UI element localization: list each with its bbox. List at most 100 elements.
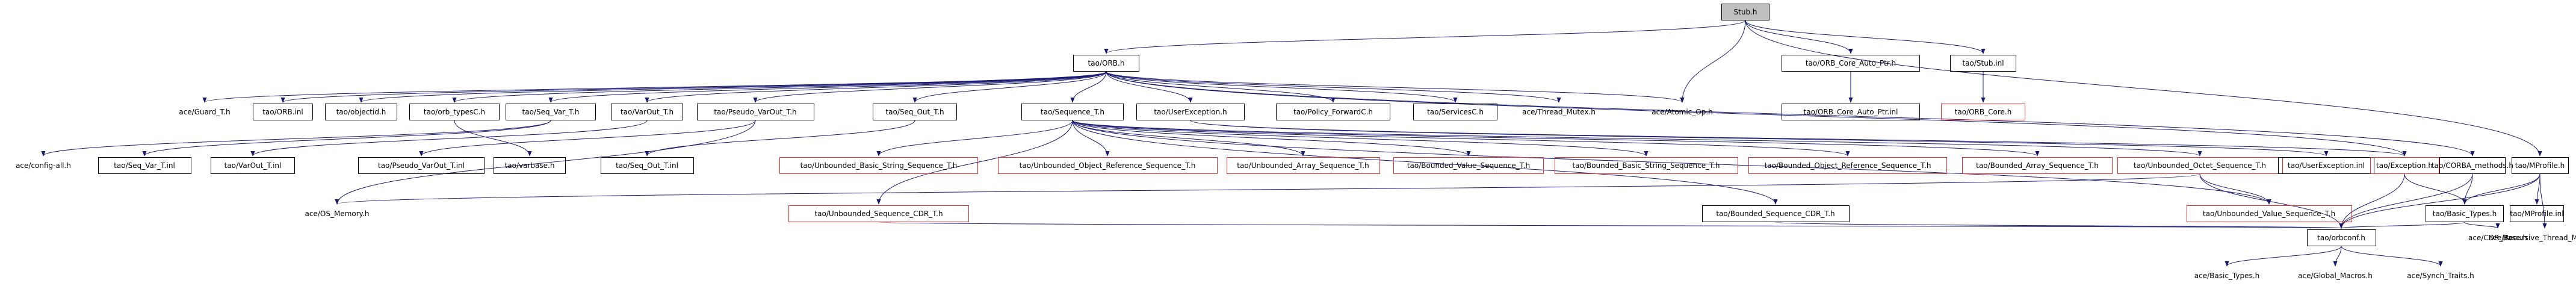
node-uoctet[interactable]: tao/Unbounded_Octet_Sequence_T.h <box>2117 157 2283 174</box>
node-ace-guard[interactable]: ace/Guard_T.h <box>179 108 231 116</box>
node-uarray[interactable]: tao/Unbounded_Array_Sequence_T.h <box>1226 157 1380 174</box>
node-bobject-ref[interactable]: tao/Bounded_Object_Reference_Sequence_T.… <box>1748 157 1947 174</box>
node-ace-basic-types[interactable]: ace/Basic_Types.h <box>2194 272 2260 280</box>
node-stub-h[interactable]: Stub.h <box>1721 4 1769 20</box>
edge-mprofile-h-to-recursive-mutex <box>2539 173 2547 229</box>
edge-uoctet-to-uvalue <box>2199 173 2271 205</box>
node-varbase[interactable]: tao/varbase.h <box>494 157 566 174</box>
node-basic-types-tao[interactable]: tao/Basic_Types.h <box>2426 205 2504 222</box>
edge-orb-h-to-seq-var <box>548 71 1107 103</box>
edge-sequence-t-to-bsequence-cdr <box>1072 120 1778 205</box>
edge-basic-types-tao-to-orbconf <box>2339 222 2465 229</box>
node-seq-var[interactable]: tao/Seq_Var_T.h <box>506 104 596 120</box>
edges-layer <box>41 20 2547 267</box>
edge-orbconf-to-ace-basic-types <box>2225 246 2342 267</box>
node-corba-methods[interactable]: tao/CORBA_methods.h <box>2432 157 2513 174</box>
edge-userexception-to-exception-h <box>1190 120 2407 157</box>
node-ubasic-string[interactable]: tao/Unbounded_Basic_String_Sequence_T.h <box>779 157 978 174</box>
node-os-memory[interactable]: ace/OS_Memory.h <box>305 210 370 218</box>
edge-stub-h-to-orb-core-auto-ptr-h <box>1745 20 1853 54</box>
edge-orb-h-to-objectid <box>359 71 1107 103</box>
edge-corba-methods-to-orbconf <box>2339 173 2473 229</box>
edge-sequence-t-to-bvalue <box>1072 120 1471 157</box>
edge-sequence-t-to-bobject-ref <box>1072 120 1850 157</box>
edge-orb-h-to-pseudo-varout <box>753 71 1107 103</box>
edge-orbconf-to-synch-traits <box>2341 246 2443 267</box>
node-config-all[interactable]: ace/config-all.h <box>16 161 71 170</box>
node-bsequence-cdr[interactable]: tao/Bounded_Sequence_CDR_T.h <box>1701 205 1850 222</box>
node-atomic-op[interactable]: ace/Atomic_Op.h <box>1652 108 1713 116</box>
node-policy-forward[interactable]: tao/Policy_ForwardC.h <box>1276 104 1390 120</box>
node-orb-inl[interactable]: tao/ORB.inl <box>253 104 313 120</box>
node-orbconf[interactable]: tao/orbconf.h <box>2306 229 2376 246</box>
edge-usequence-cdr-to-orbconf <box>878 222 2342 229</box>
node-orb-core-auto-ptr-h[interactable]: tao/ORB_Core_Auto_Ptr.h <box>1782 55 1920 72</box>
edge-orb-typesc-to-varbase <box>454 120 532 157</box>
node-synch-traits[interactable]: ace/Synch_Traits.h <box>2407 272 2474 280</box>
edge-exception-h-to-basic-types-tao <box>2404 173 2467 205</box>
edge-orb-h-to-userexception <box>1106 71 1193 103</box>
node-exception-h[interactable]: tao/Exception.h <box>2370 157 2439 174</box>
edge-basic-types-tao-to-cdr-base <box>2464 222 2500 229</box>
node-sequence-t[interactable]: tao/Sequence_T.h <box>1021 104 1124 120</box>
edge-uoctet-to-orbconf <box>2199 173 2344 229</box>
edge-stub-h-to-stub-inl <box>1745 20 1986 54</box>
node-orb-core-auto-ptr-inl[interactable]: tao/ORB_Core_Auto_Ptr.inl <box>1782 104 1920 120</box>
node-uobject-ref[interactable]: tao/Unbounded_Object_Reference_Sequence_… <box>997 157 1218 174</box>
edge-sequence-t-to-uobject-ref <box>1072 120 1110 157</box>
node-userexception[interactable]: tao/UserException.h <box>1136 104 1245 120</box>
edge-varout-to-varout-inl <box>250 120 648 157</box>
edge-orb-h-to-exception-h <box>1106 71 2407 157</box>
node-objectid[interactable]: tao/objectid.h <box>325 104 397 120</box>
node-pseudo-varout[interactable]: tao/Pseudo_VarOut_T.h <box>696 104 814 120</box>
node-usequence-cdr[interactable]: tao/Unbounded_Sequence_CDR_T.h <box>788 205 969 222</box>
edge-orb-h-to-orb-inl <box>280 71 1107 103</box>
edge-orb-h-to-seq-out <box>912 71 1107 103</box>
edge-seq-var-to-config-all <box>41 120 551 157</box>
node-seq-out[interactable]: tao/Seq_Out_T.h <box>873 104 957 120</box>
edge-seq-out-to-seq-out-inl <box>645 120 915 157</box>
edge-orb-h-to-sequence-t <box>1070 71 1107 103</box>
node-pseudo-varout-inl[interactable]: tao/Pseudo_VarOut_T.inl <box>358 157 485 174</box>
node-varout[interactable]: tao/VarOut_T.h <box>611 104 683 120</box>
edge-sequence-t-to-uoctet <box>1072 120 2202 157</box>
node-seq-var-inl[interactable]: tao/Seq_Var_T.inl <box>98 157 191 174</box>
node-barray[interactable]: tao/Bounded_Array_Sequence_T.h <box>1962 157 2113 174</box>
edge-sequence-t-to-barray <box>1072 120 2040 157</box>
node-thread-mutex[interactable]: ace/Thread_Mutex.h <box>1522 108 1596 116</box>
edge-sequence-t-to-ubasic-string <box>876 120 1073 157</box>
edge-pseudo-varout-to-os-memory <box>335 120 756 205</box>
node-varout-inl[interactable]: tao/VarOut_T.inl <box>211 157 295 174</box>
node-bbasic-string[interactable]: tao/Bounded_Basic_String_Sequence_T.h <box>1554 157 1738 174</box>
edge-orb-h-to-thread-mutex <box>1106 71 1561 103</box>
edge-bsequence-cdr-to-orbconf <box>1775 222 2342 229</box>
edge-orb-h-to-servicesc <box>1106 71 1458 103</box>
edge-orb-h-to-corba-methods <box>1106 71 2475 157</box>
edge-stub-h-to-orb-h <box>1104 20 1746 54</box>
edge-orb-h-to-atomic-op <box>1106 71 1685 103</box>
edge-sequence-t-to-uvalue <box>1072 120 2271 205</box>
edge-mprofile-h-to-basic-types-tao <box>2462 173 2540 205</box>
edge-sequence-t-to-uarray <box>1072 120 1305 157</box>
edge-orbconf-to-global-macros <box>2333 246 2342 267</box>
edge-seq-var-to-seq-var-inl <box>142 120 551 157</box>
edge-uoctet-to-os-memory <box>335 173 2200 205</box>
node-uvalue[interactable]: tao/Unbounded_Value_Sequence_T.h <box>2186 205 2352 222</box>
node-seq-out-inl[interactable]: tao/Seq_Out_T.inl <box>600 157 694 174</box>
node-global-macros[interactable]: ace/Global_Macros.h <box>2298 272 2373 280</box>
node-mprofile-h[interactable]: tao/MProfile.h <box>2511 157 2569 174</box>
node-servicesc[interactable]: tao/ServicesC.h <box>1413 104 1497 120</box>
node-userexception-inl[interactable]: tao/UserException.inl <box>2278 157 2374 174</box>
node-mprofile-inl[interactable]: tao/MProfile.inl <box>2510 205 2564 222</box>
node-cdr-base[interactable]: ace/CDR_Base.h <box>2468 234 2527 242</box>
node-orb-core-h[interactable]: tao/ORB_Core.h <box>1941 104 2025 120</box>
edge-stub-h-to-mprofile-h <box>1745 20 2542 157</box>
edge-pseudo-varout-to-pseudo-varout-inl <box>419 120 756 157</box>
edge-exception-h-to-orbconf <box>2339 173 2405 229</box>
node-orb-typesc[interactable]: tao/orb_typesC.h <box>409 104 500 120</box>
node-stub-inl[interactable]: tao/Stub.inl <box>1950 55 2016 72</box>
node-bvalue[interactable]: tao/Bounded_Value_Sequence_T.h <box>1393 157 1544 174</box>
node-orb-h[interactable]: tao/ORB.h <box>1073 55 1139 72</box>
